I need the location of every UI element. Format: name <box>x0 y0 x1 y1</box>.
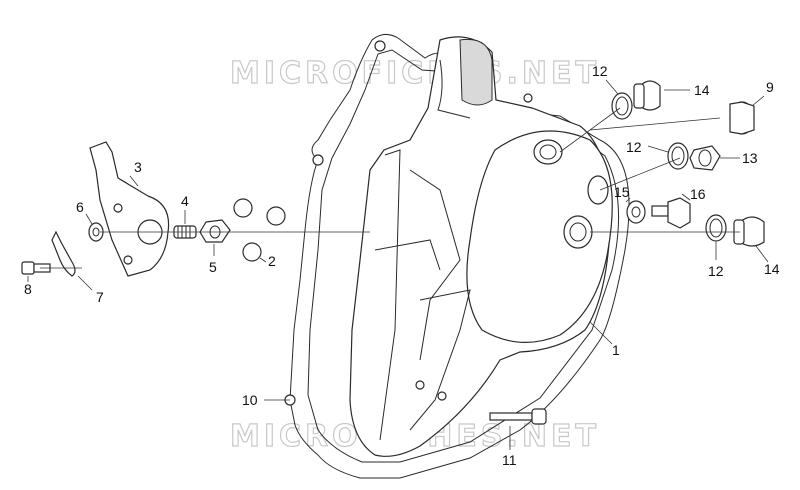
callout-6: 6 <box>76 199 84 215</box>
plug-bottom <box>739 216 765 247</box>
drain-bolt-head <box>667 197 691 229</box>
callout-12-bottom: 12 <box>708 263 724 279</box>
ball <box>266 206 286 226</box>
callout-16: 16 <box>690 186 706 202</box>
leader-12b <box>647 145 669 153</box>
cover-bolt-hole <box>523 93 533 103</box>
watermark-top: MICROFICHES.NET <box>230 56 600 91</box>
nut <box>199 219 231 243</box>
cover-rib <box>437 59 471 119</box>
axis-line <box>40 231 370 269</box>
leader-12a <box>605 79 619 95</box>
callout-12-middle: 12 <box>626 139 642 155</box>
leader-7 <box>77 275 93 291</box>
callout-3: 3 <box>134 159 142 175</box>
cover-rib <box>374 239 441 271</box>
o-ring-middle-inner <box>671 146 685 166</box>
inspection-port <box>587 175 609 205</box>
callout-14-bottom: 14 <box>764 261 780 277</box>
cover-dome <box>466 130 613 343</box>
ball <box>242 242 262 262</box>
leader-16 <box>681 193 691 201</box>
cover-boss <box>459 38 493 106</box>
callout-8: 8 <box>24 281 32 297</box>
shift-lever-hole <box>123 255 133 265</box>
leader-3 <box>129 175 139 187</box>
gasket-hole <box>374 40 386 52</box>
spring-clip <box>51 230 76 277</box>
o-ring-top <box>611 92 633 120</box>
o-ring-top-inner <box>615 96 629 116</box>
washer-15-hole <box>631 206 641 218</box>
cover-rib <box>409 289 471 431</box>
oil-filler-port <box>533 139 563 165</box>
o-ring-bottom <box>705 214 727 242</box>
o-ring-bottom-inner <box>709 218 723 238</box>
plug-top <box>639 80 661 111</box>
callout-11: 11 <box>502 452 517 468</box>
washer-6-hole <box>92 227 100 237</box>
axis-line <box>599 157 681 191</box>
callout-7: 7 <box>96 289 104 305</box>
bolt-8-head <box>21 261 35 275</box>
leader-1 <box>589 321 613 345</box>
callout-4: 4 <box>181 193 189 209</box>
leader-9 <box>751 95 765 107</box>
bolt-11-shank <box>489 412 533 421</box>
callout-2: 2 <box>268 253 276 269</box>
oil-seal-body <box>729 101 755 135</box>
callout-10: 10 <box>242 392 258 408</box>
cover-rib <box>379 149 401 441</box>
washer-15 <box>626 200 646 224</box>
callout-5: 5 <box>209 259 217 275</box>
plug-13 <box>689 145 721 171</box>
callout-9: 9 <box>766 79 774 95</box>
leader-2 <box>259 257 267 263</box>
plug-top-cap <box>633 83 645 109</box>
callout-12-top: 12 <box>592 63 608 79</box>
callout-1: 1 <box>612 342 620 358</box>
gasket-hole <box>312 154 324 166</box>
callout-15: 15 <box>614 184 630 200</box>
ball <box>233 198 253 218</box>
callout-13: 13 <box>742 150 758 166</box>
cover-bolt-hole <box>415 380 425 390</box>
leader-14b <box>755 245 769 263</box>
drain-bolt-shank <box>651 205 669 217</box>
cover-bolt-hole <box>437 391 447 401</box>
leader-6 <box>85 213 93 225</box>
o-ring-middle <box>667 142 689 170</box>
cover-rib <box>409 169 461 361</box>
drain-port <box>563 215 593 249</box>
leader-15 <box>625 197 631 203</box>
oil-filler-port-inner <box>539 144 557 160</box>
axis-line <box>559 107 721 153</box>
plug-13-face <box>698 149 712 167</box>
callout-14-top: 14 <box>694 82 710 98</box>
shift-lever-hole <box>113 203 123 213</box>
bolt-11-head <box>531 408 547 425</box>
drain-port-inner <box>569 222 587 242</box>
